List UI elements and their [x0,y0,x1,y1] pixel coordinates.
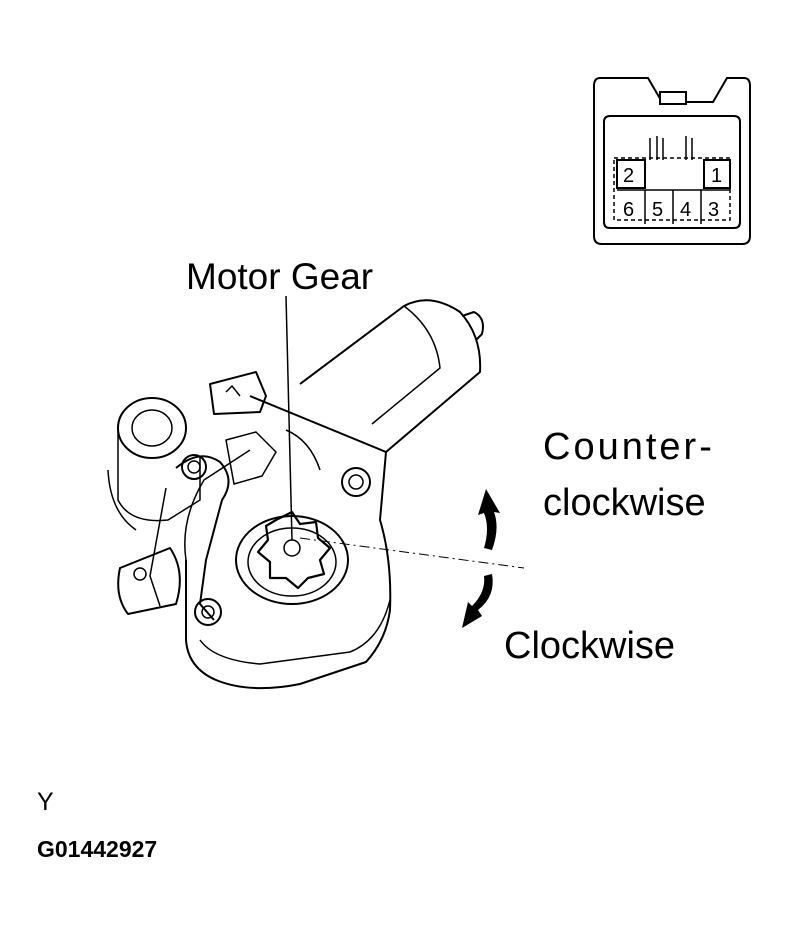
counter-clockwise-label-line1: Counter- [543,426,715,468]
pin-label-6: 6 [623,199,634,221]
bracket-arm [175,455,230,621]
lower-boss [117,547,181,615]
connector-pins: 2 1 6 5 4 3 [623,165,722,221]
pin-cell-1 [703,159,731,189]
counter-clockwise-label-line2: clockwise [543,482,706,524]
connector-inner-frame [603,115,741,229]
left-boss [117,397,187,459]
motor-body [299,299,482,453]
rotation-arrows [462,489,500,628]
gear-axis-line [299,537,525,569]
pin-label-4: 4 [680,199,691,221]
pin-label-3: 3 [708,199,719,221]
screw-left [181,454,207,480]
connector [593,77,751,245]
clockwise-label: Clockwise [504,625,676,667]
motor-gear-leader [285,295,293,541]
connector-housing [593,77,751,245]
pin-label-2: 2 [623,165,634,187]
screw-right [341,467,371,497]
connector-latch [659,91,687,105]
pin-cell-2 [616,159,646,189]
motor-assembly [107,295,525,690]
motor-shaft-end [461,311,484,341]
gear-housing [185,395,392,690]
counter-clockwise-arrow [478,489,500,550]
pin-label-5: 5 [652,199,663,221]
clockwise-arrow [462,574,493,628]
motor-gear [256,510,332,590]
screw-bottom [194,598,222,626]
terminal-block [209,371,267,415]
motor-gear-label: Motor Gear [186,256,374,297]
figure-letter: Y [37,788,54,816]
connector-keys [649,136,693,160]
figure-code: G01442927 [37,836,158,862]
pin-label-1: 1 [711,165,722,187]
